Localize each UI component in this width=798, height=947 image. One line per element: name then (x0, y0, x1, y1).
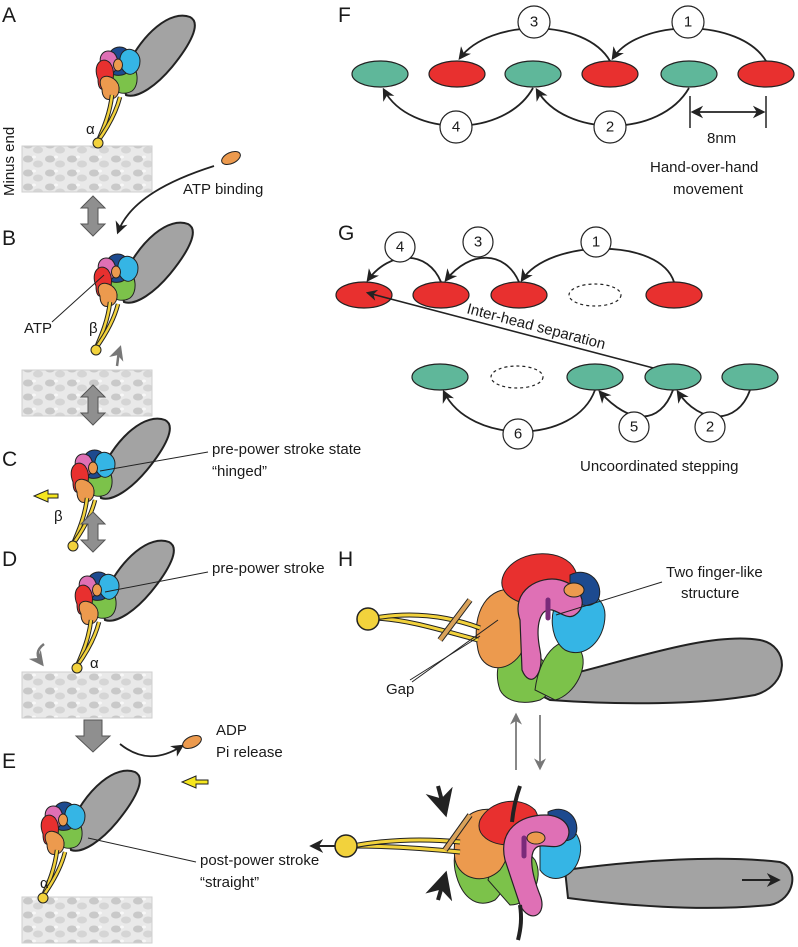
minus-end-label: Minus end (1, 127, 18, 196)
panel-label-a: A (2, 4, 16, 27)
step-circle (462, 226, 494, 258)
microtubule-icon (21, 145, 153, 193)
finger-label-line1: Two finger-like (666, 564, 763, 581)
post-power-line1: post-power stroke (200, 852, 319, 869)
step-circle (671, 5, 705, 39)
step-arrow-icon (444, 256, 520, 283)
panel-label-d: D (2, 548, 17, 571)
finger-pointer-line (555, 581, 663, 616)
microtubule-icon (21, 896, 153, 944)
step-number: 1 (684, 14, 692, 31)
step-circle (593, 110, 627, 144)
step-circle (384, 231, 416, 263)
gap-label: Gap (386, 681, 414, 698)
hand-over-hand-line1: Hand-over-hand (650, 159, 758, 176)
teal-head (566, 363, 624, 391)
step-circle (580, 226, 612, 258)
step-circle (502, 418, 534, 450)
panel-label-g: G (338, 222, 354, 245)
hand-over-hand-line2: movement (673, 181, 744, 198)
step-number: 2 (706, 419, 714, 436)
adp-molecule-icon (182, 734, 202, 750)
panel-label-f: F (338, 4, 351, 27)
atp-pointer-line (51, 274, 105, 323)
step-number: 3 (474, 234, 482, 251)
pre-power-hinged-line1: pre-power stroke state (212, 441, 361, 458)
alpha-label-a: α (86, 121, 95, 138)
dynein-motor-icon (72, 541, 174, 673)
inter-head-arrow (365, 289, 683, 379)
teal-head (504, 60, 562, 88)
empty-site (490, 365, 544, 389)
yellow-arrow-left-icon (180, 775, 209, 789)
yellow-arrow-left-icon (32, 489, 59, 503)
teal-head (721, 363, 779, 391)
down-arrow-icon (74, 719, 112, 753)
beta-label-c: β (54, 508, 63, 525)
microtubule-icon (21, 671, 153, 719)
dynein-motor-icon (68, 419, 170, 551)
uncoordinated-label: Uncoordinated stepping (580, 458, 738, 475)
step-number: 5 (630, 419, 638, 436)
panel-label-e: E (2, 750, 16, 773)
dynein-motor-large-bottom (309, 785, 794, 941)
teal-head (660, 60, 718, 88)
inter-head-label: Inter-head separation (465, 300, 607, 353)
atp-binding-label: ATP binding (183, 181, 263, 198)
empty-site (568, 283, 622, 307)
step-number: 4 (452, 119, 460, 136)
red-head (335, 281, 393, 309)
release-arrow (119, 743, 185, 758)
finger-label-line2: structure (681, 585, 739, 602)
hinged-pointer-line (99, 451, 209, 472)
step-number: 1 (592, 234, 600, 251)
post-power-line2: “straight” (200, 874, 259, 891)
dynein-motor-icon (91, 223, 193, 355)
panel-label-c: C (2, 448, 17, 471)
dynein-motor-large-top (356, 553, 783, 705)
red-head (490, 281, 548, 309)
panel-label-h: H (338, 548, 353, 571)
dynein-motor-icon (38, 771, 140, 903)
alpha-label-e: α (40, 875, 49, 892)
rebind-arrow (28, 643, 45, 667)
step-number: 4 (396, 239, 404, 256)
dynein-motor-icon (93, 16, 195, 148)
pre-power-label: pre-power stroke (212, 560, 325, 577)
red-head (428, 60, 486, 88)
red-head (737, 60, 795, 88)
teal-head (644, 363, 702, 391)
pi-release-label: Pi release (216, 744, 283, 761)
panel-label-b: B (2, 227, 16, 250)
atp-binding-arrow (115, 165, 215, 235)
post-power-pointer-line (87, 837, 197, 863)
red-head (412, 281, 470, 309)
step-number: 3 (530, 14, 538, 31)
pre-power-pointer-line (104, 571, 209, 593)
step-circle (439, 110, 473, 144)
double-arrow-icon (80, 195, 106, 237)
atp-label: ATP (24, 320, 52, 337)
adp-label: ADP (216, 722, 247, 739)
step-circle (618, 411, 650, 443)
step-number: 2 (606, 119, 614, 136)
step-circle (517, 5, 551, 39)
alpha-label-d: α (90, 655, 99, 672)
distance-label: 8nm (707, 130, 736, 147)
step-circle (694, 411, 726, 443)
teal-head (351, 60, 409, 88)
pre-power-hinged-line2: “hinged” (212, 463, 267, 480)
detach-arrow (109, 345, 124, 367)
beta-label-b: β (89, 320, 98, 337)
red-head (645, 281, 703, 309)
red-head (581, 60, 639, 88)
gap-pointer-line (411, 619, 499, 683)
atp-molecule-icon (221, 150, 241, 166)
teal-head (411, 363, 469, 391)
step-number: 6 (514, 426, 522, 443)
